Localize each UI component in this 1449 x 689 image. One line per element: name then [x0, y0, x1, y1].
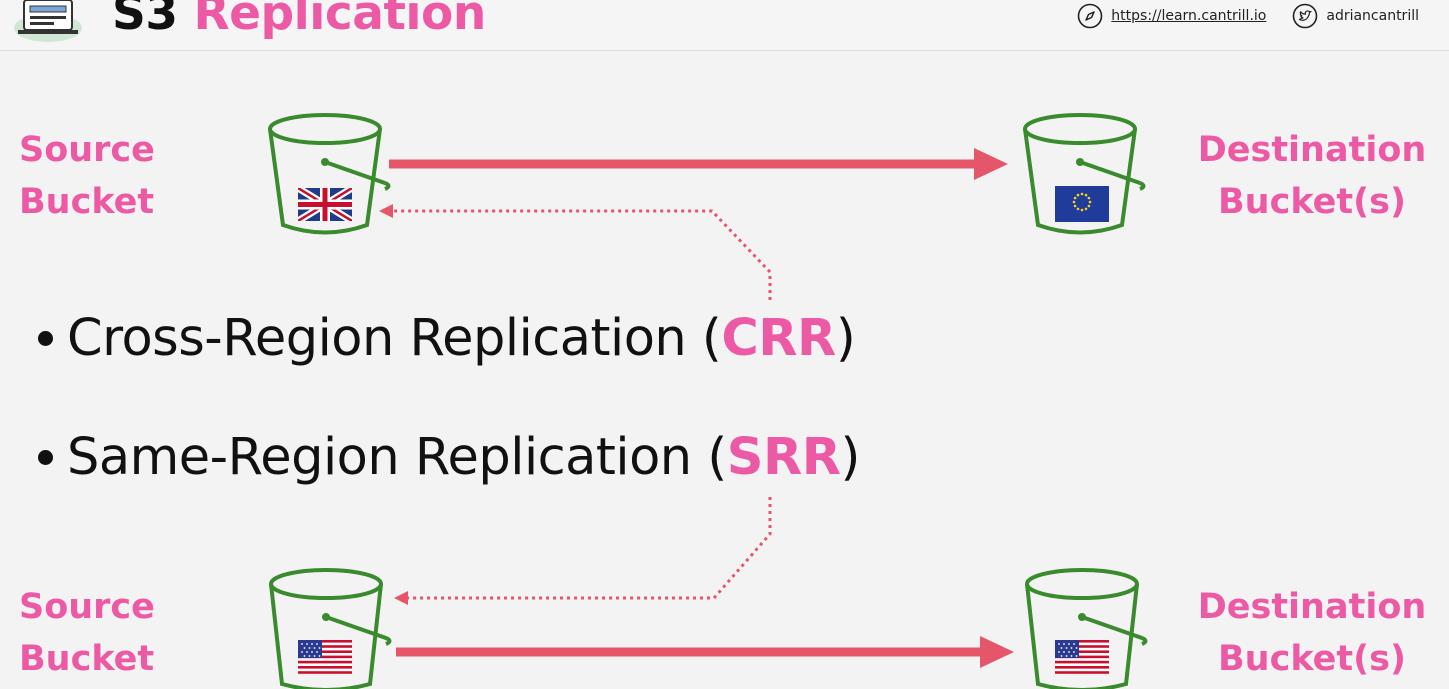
srr-dotted-connector: [394, 497, 772, 605]
uk-flag-icon: [298, 188, 352, 221]
crr-source-label: Source Bucket: [19, 124, 155, 228]
bullet-dot: [38, 449, 53, 465]
title-part-s3: S3: [112, 0, 178, 41]
crr-dotted-connector: [379, 204, 772, 300]
bullet-dot: [38, 330, 53, 346]
title-part-replication: Replication: [193, 0, 486, 41]
bullet-crr-acronym: CRR: [721, 309, 836, 368]
srr-source-bucket-icon: [269, 568, 392, 689]
us-flag-icon: [298, 640, 352, 674]
bullet-srr-acronym: SRR: [726, 428, 841, 487]
logo-icon: [14, 0, 82, 42]
us-flag-icon: [1055, 640, 1109, 674]
bullet-crr-text: Cross-Region Replication (: [67, 309, 722, 368]
crr-replication-arrow: [389, 148, 1008, 180]
srr-source-label-line1: Source: [19, 587, 155, 627]
compass-icon: [1077, 3, 1103, 29]
header-bar: S3 Replication https://learn.cantrill.io…: [0, 0, 1449, 51]
srr-replication-arrow: [396, 636, 1014, 668]
website-link[interactable]: https://learn.cantrill.io: [1077, 3, 1266, 29]
bullet-crr: Cross-Region Replication (CRR): [34, 308, 856, 370]
destination-bucket-icon: [1023, 113, 1146, 235]
crr-source-label-line1: Source: [19, 130, 155, 170]
srr-source-label-line2: Bucket: [19, 639, 155, 679]
crr-destination-label-line2: Bucket(s): [1218, 182, 1406, 222]
srr-destination-label-line1: Destination: [1197, 587, 1427, 627]
website-url[interactable]: https://learn.cantrill.io: [1111, 8, 1267, 24]
bullet-srr-text: Same-Region Replication (: [67, 428, 727, 487]
twitter-link[interactable]: adriancantrill: [1292, 3, 1419, 29]
crr-destination-label: Destination Bucket(s): [1196, 124, 1428, 228]
page-title: S3 Replication: [112, 0, 486, 44]
crr-source-label-line2: Bucket: [19, 182, 155, 222]
srr-destination-label: Destination Bucket(s): [1196, 581, 1428, 685]
source-bucket-icon: [268, 113, 391, 235]
srr-destination-label-line2: Bucket(s): [1218, 639, 1406, 679]
twitter-handle[interactable]: adriancantrill: [1326, 8, 1419, 24]
header-links: https://learn.cantrill.io adriancantrill: [1051, 2, 1419, 30]
srr-destination-bucket-icon: [1025, 568, 1148, 689]
crr-destination-label-line1: Destination: [1197, 130, 1427, 170]
srr-source-label: Source Bucket: [19, 581, 155, 685]
twitter-icon: [1293, 3, 1318, 29]
bullet-crr-suffix: ): [835, 309, 856, 368]
eu-flag-icon: [1055, 186, 1109, 222]
bullet-srr-suffix: ): [840, 428, 861, 487]
bullet-srr: Same-Region Replication (SRR): [34, 427, 860, 489]
